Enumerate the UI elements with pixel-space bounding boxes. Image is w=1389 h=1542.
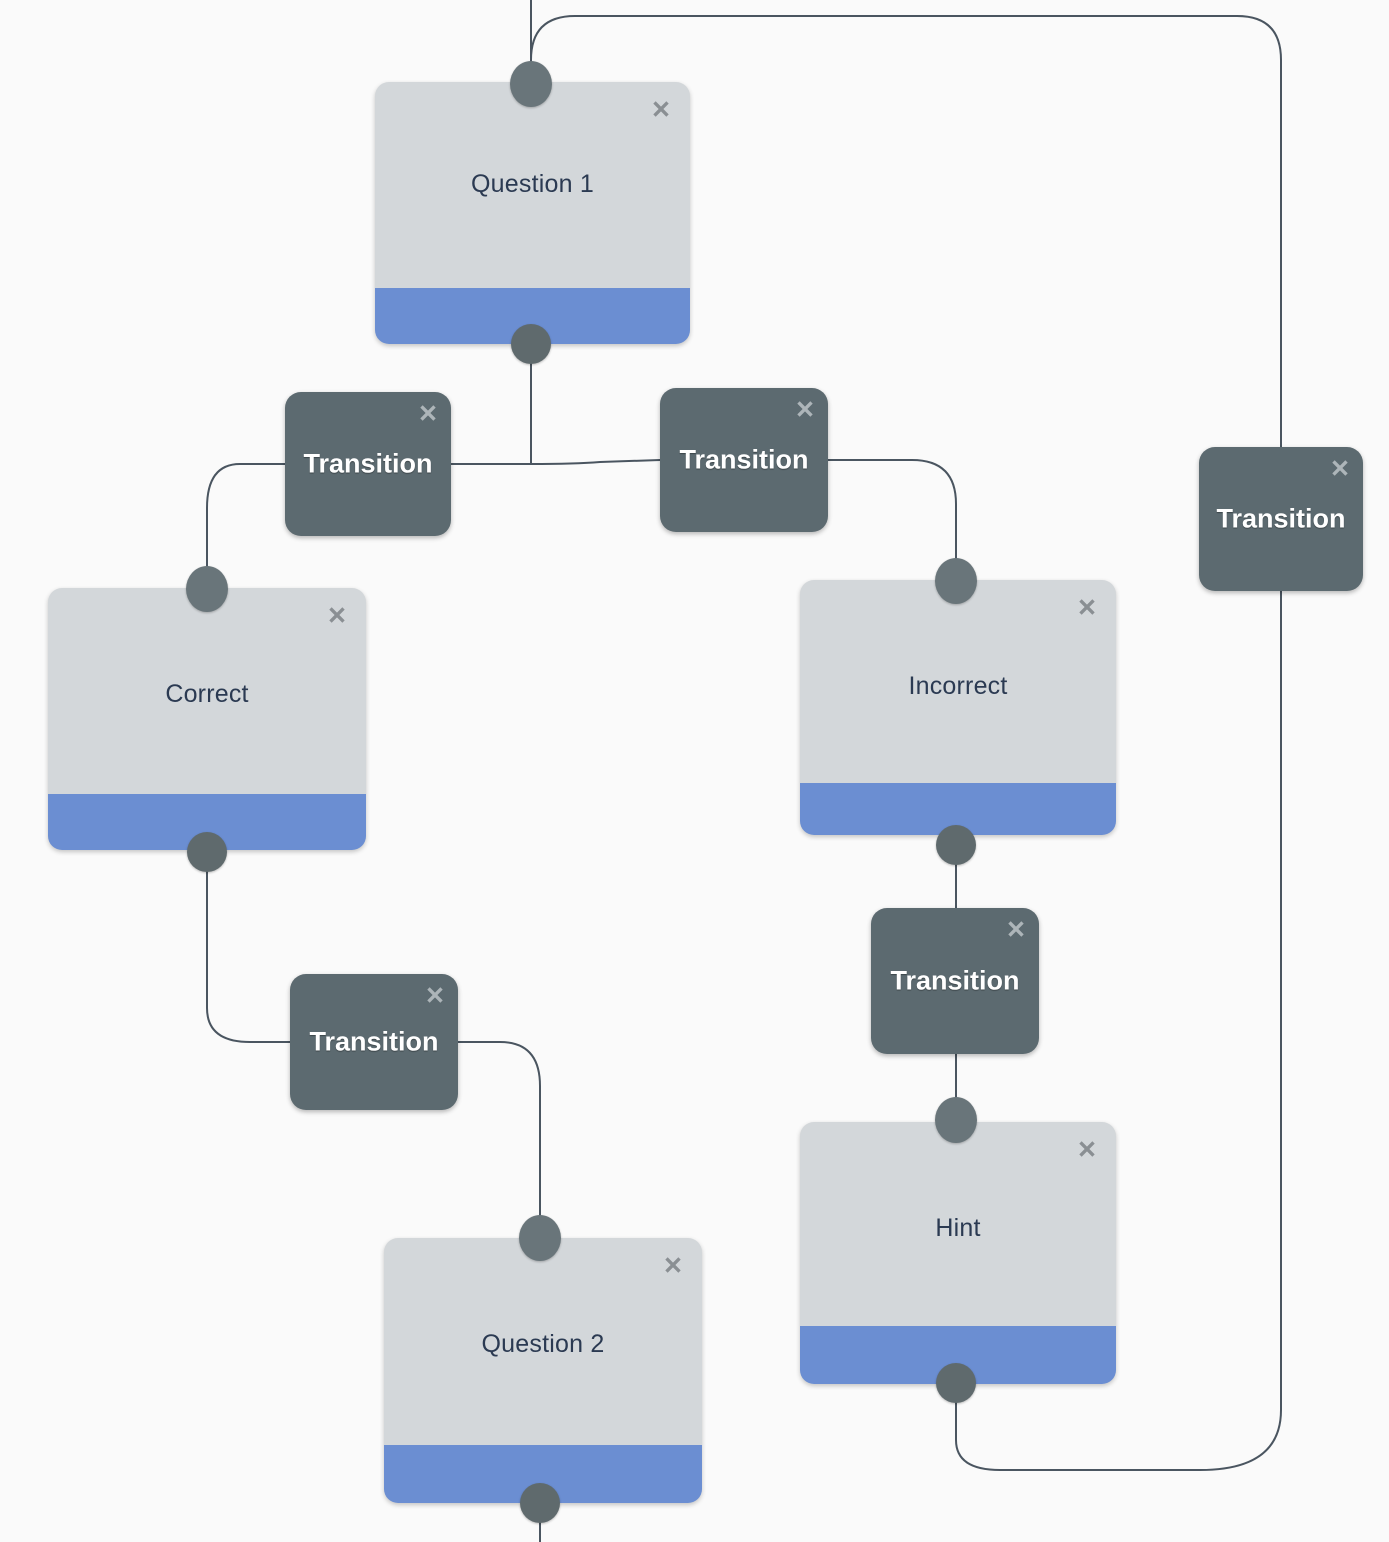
state-title: Incorrect bbox=[908, 672, 1008, 700]
close-icon[interactable] bbox=[1329, 457, 1351, 479]
state-title: Question 2 bbox=[481, 1330, 605, 1358]
transition-loop[interactable]: Transition bbox=[1199, 447, 1363, 591]
transition-label: Transition bbox=[890, 965, 1020, 996]
close-icon[interactable] bbox=[794, 398, 816, 420]
transition-label: Transition bbox=[303, 448, 433, 479]
close-icon[interactable] bbox=[1076, 596, 1098, 618]
edge-split-right[interactable] bbox=[530, 459, 661, 465]
close-icon[interactable] bbox=[417, 402, 439, 424]
close-icon[interactable] bbox=[424, 984, 446, 1006]
close-icon[interactable] bbox=[662, 1254, 684, 1276]
port-hint-out[interactable] bbox=[936, 1363, 976, 1403]
transition-correct[interactable]: Transition bbox=[285, 392, 451, 536]
close-icon[interactable] bbox=[1076, 1138, 1098, 1160]
transition-label: Transition bbox=[1216, 503, 1346, 534]
incorrect[interactable]: Incorrect bbox=[800, 580, 1116, 835]
port-incorrect-in[interactable] bbox=[935, 558, 977, 604]
question-1[interactable]: Question 1 bbox=[375, 82, 690, 344]
close-icon[interactable] bbox=[1005, 918, 1027, 940]
state-title: Correct bbox=[165, 680, 249, 708]
transition-label: Transition bbox=[679, 444, 809, 475]
question-2[interactable]: Question 2 bbox=[384, 1238, 702, 1503]
edge-correct-to-transition[interactable] bbox=[206, 851, 291, 1043]
state-title: Hint bbox=[935, 1214, 981, 1242]
edge-transition-incorrect-to-incorrect[interactable] bbox=[827, 459, 961, 586]
port-question-2-in[interactable] bbox=[519, 1215, 561, 1261]
correct[interactable]: Correct bbox=[48, 588, 366, 850]
port-incorrect-out[interactable] bbox=[936, 825, 976, 865]
port-correct-out[interactable] bbox=[187, 832, 227, 872]
port-correct-in[interactable] bbox=[186, 566, 228, 612]
close-icon[interactable] bbox=[326, 604, 348, 626]
port-question-2-out[interactable] bbox=[520, 1483, 560, 1523]
edge-transition-to-question-2[interactable] bbox=[457, 1041, 545, 1243]
close-icon[interactable] bbox=[650, 98, 672, 120]
transition-hint[interactable]: Transition bbox=[871, 908, 1039, 1054]
transition-incorrect[interactable]: Transition bbox=[660, 388, 828, 532]
transition-question2[interactable]: Transition bbox=[290, 974, 458, 1110]
port-question-1-in[interactable] bbox=[510, 61, 552, 107]
port-question-1-out[interactable] bbox=[511, 324, 551, 364]
transition-label: Transition bbox=[309, 1026, 439, 1057]
hint[interactable]: Hint bbox=[800, 1122, 1116, 1384]
state-title: Question 1 bbox=[471, 170, 594, 198]
port-hint-in[interactable] bbox=[935, 1097, 977, 1143]
